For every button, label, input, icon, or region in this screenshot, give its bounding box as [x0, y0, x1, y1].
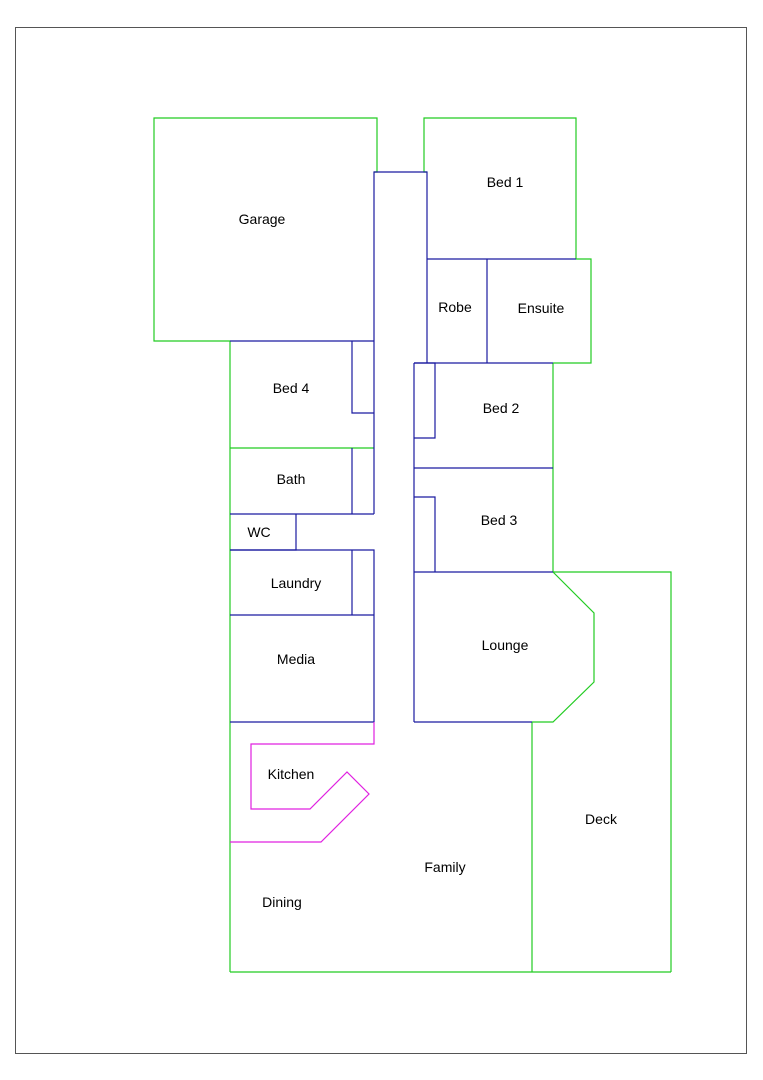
laundry-top: [230, 549, 375, 722]
kitchen-back-bench: [230, 722, 375, 843]
label-family: Family: [424, 859, 465, 875]
label-garage: Garage: [239, 211, 286, 227]
room-labels: Garage Bed 1 Robe Ensuite Bed 4 Bed 2 Ba…: [239, 174, 618, 910]
lounge-bay: [532, 571, 595, 723]
ensuite-outline: [553, 258, 592, 364]
label-wc: WC: [247, 524, 270, 540]
hall-north: [373, 171, 428, 363]
label-media: Media: [277, 651, 315, 667]
label-bed3: Bed 3: [481, 512, 518, 528]
exterior-walls: [153, 117, 672, 973]
label-ensuite: Ensuite: [518, 300, 565, 316]
bed3-robe: [414, 496, 436, 572]
label-deck: Deck: [585, 811, 618, 827]
bed2-robe: [414, 362, 436, 439]
label-robe: Robe: [438, 299, 472, 315]
label-bed1: Bed 1: [487, 174, 524, 190]
kitchen-bench: [230, 722, 375, 843]
bed4-robe: [351, 341, 374, 414]
label-kitchen: Kitchen: [268, 766, 315, 782]
label-bed4: Bed 4: [273, 380, 310, 396]
label-laundry: Laundry: [271, 575, 322, 591]
label-lounge: Lounge: [482, 637, 529, 653]
label-bed2: Bed 2: [483, 400, 520, 416]
sheet-border: [15, 27, 747, 1054]
label-bath: Bath: [277, 471, 306, 487]
label-dining: Dining: [262, 894, 302, 910]
deck-outline: [553, 571, 672, 972]
interior-walls: [230, 171, 576, 723]
garage-outline: [153, 117, 378, 342]
